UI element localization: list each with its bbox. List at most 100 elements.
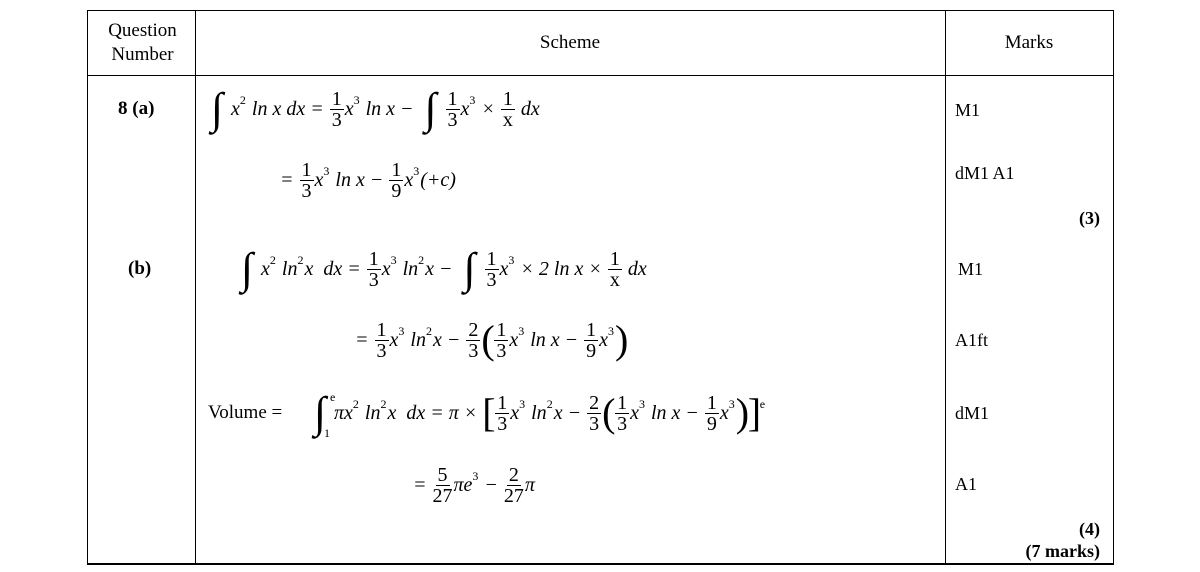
math-text: x [510, 401, 520, 424]
header-marks: Marks [1004, 32, 1054, 53]
denominator: 9 [391, 179, 402, 202]
math-text: x dx = [304, 257, 366, 280]
math-text: = [355, 328, 374, 351]
superscript: 3 [518, 324, 525, 338]
superscript: 3 [398, 324, 405, 338]
part-b-label: (b) [128, 258, 152, 279]
denominator: 27 [432, 484, 453, 507]
numerator: 1 [374, 318, 389, 341]
numerator: 1 [494, 318, 509, 341]
numerator: 1 [495, 391, 510, 414]
superscript: 2 [297, 253, 304, 267]
mark: A1ft [955, 330, 988, 350]
math-text: ln x dx = [246, 97, 329, 120]
integral-sign: ∫ [424, 84, 437, 133]
math-text: ln x − [525, 328, 584, 351]
math-text: x [314, 168, 324, 191]
denominator: 3 [331, 108, 342, 131]
numerator: 5 [435, 463, 450, 486]
math-text: ln [276, 257, 298, 280]
math-text: ln x − [330, 168, 389, 191]
superscript: 3 [508, 253, 515, 267]
math-text: x [599, 328, 609, 351]
superscript: 3 [638, 397, 645, 411]
superscript: 2 [425, 324, 432, 338]
math-text: dx [515, 97, 540, 120]
integral-sign: ∫ [463, 244, 476, 293]
subtotal-a: (3) [1079, 208, 1100, 228]
superscript: 2 [239, 93, 246, 107]
denominator: 3 [301, 179, 312, 202]
math-text: dx [622, 257, 647, 280]
math-text: ln [526, 401, 547, 424]
integral-sign: ∫ [240, 244, 254, 293]
superscript: e [759, 397, 766, 411]
numerator: 1 [584, 318, 599, 341]
denominator: 3 [589, 412, 600, 435]
math-text: ln [405, 328, 426, 351]
numerator: 1 [704, 391, 719, 414]
part-a-label: 8 (a) [118, 98, 155, 119]
numerator: 2 [466, 318, 481, 341]
denominator: 27 [503, 484, 524, 507]
superscript: 3 [608, 324, 615, 338]
math-text: x [231, 97, 240, 120]
math-text: (+c) [420, 168, 456, 191]
denominator: 3 [368, 268, 379, 291]
mark: A1 [955, 474, 977, 494]
math-text: = [413, 473, 432, 496]
numerator: 1 [299, 158, 314, 181]
numerator: 1 [445, 87, 460, 110]
numerator: 2 [506, 463, 521, 486]
math-text: ln [359, 401, 381, 424]
superscript: 2 [380, 397, 387, 411]
numerator: 2 [587, 391, 602, 414]
denominator: 3 [468, 339, 479, 362]
bracket: ( [481, 317, 495, 362]
denominator: 3 [497, 412, 508, 435]
denominator: 3 [376, 339, 387, 362]
superscript: 3 [323, 164, 330, 178]
math-text: x [719, 401, 729, 424]
numerator: 1 [500, 87, 515, 110]
math-text: x − [553, 401, 587, 424]
total-marks: (7 marks) [1025, 541, 1101, 561]
numerator: 1 [329, 87, 344, 110]
mark: M1 [955, 100, 981, 120]
mark: dM1 A1 [955, 163, 1015, 183]
math-text: x [389, 328, 399, 351]
math-text: x [630, 401, 639, 424]
math-text: x [344, 97, 354, 120]
superscript: 3 [413, 164, 420, 178]
bracket: ) [615, 317, 629, 362]
math-text: x [499, 257, 509, 280]
superscript: 3 [728, 397, 735, 411]
denominator: x [502, 108, 513, 131]
denominator: x [609, 268, 620, 291]
denominator: 3 [617, 412, 628, 435]
header-scheme: Scheme [539, 32, 601, 53]
denominator: 3 [447, 108, 458, 131]
math-text: x [460, 97, 470, 120]
math-text: ln [397, 257, 419, 280]
math-text: x − [425, 257, 458, 280]
math-text: × [476, 97, 500, 120]
upper-limit: e [330, 390, 336, 404]
subtotal-b: (4) [1079, 519, 1100, 539]
math-text: ln x − [645, 401, 704, 424]
superscript: 2 [546, 397, 553, 411]
